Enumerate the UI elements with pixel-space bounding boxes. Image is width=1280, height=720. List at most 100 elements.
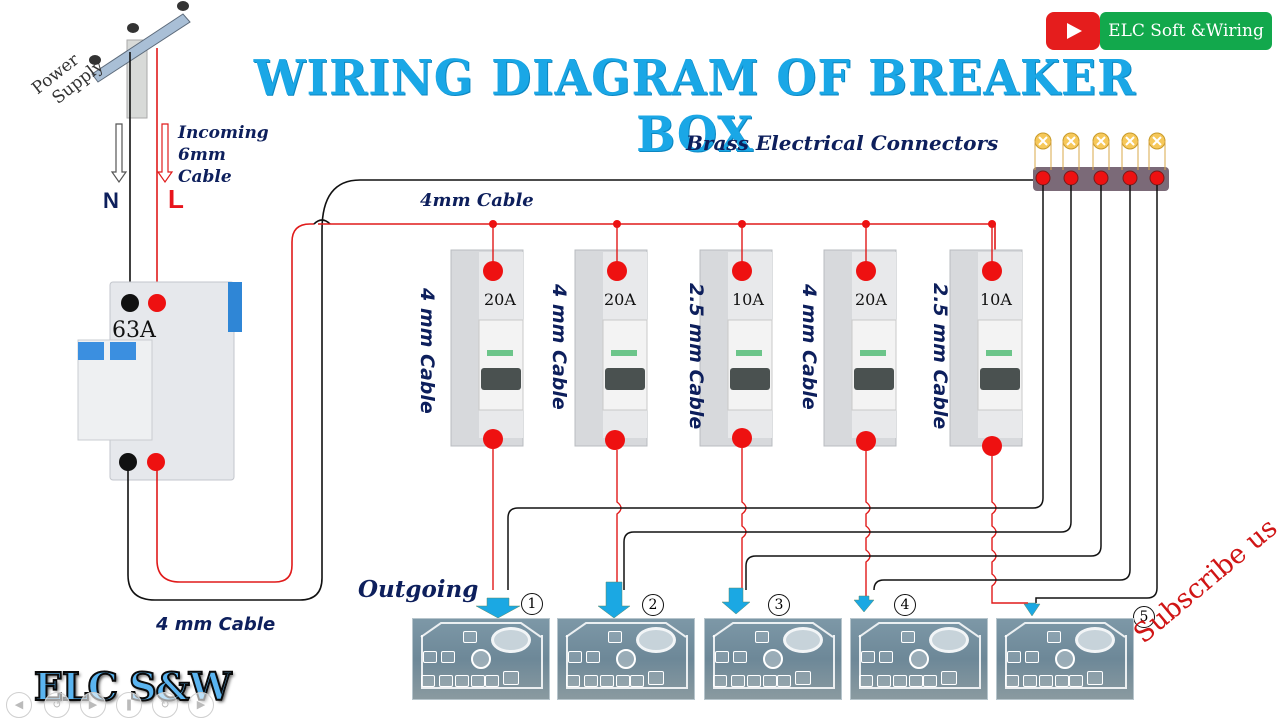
smart-hub-icon [1055, 649, 1075, 669]
device-icon [421, 675, 435, 687]
house-outline-icon [566, 635, 688, 689]
outgoing-arrow-1 [475, 597, 521, 619]
live-main-feeder [156, 223, 314, 583]
connector-5-neutral-wire [1035, 185, 1158, 603]
device-icon [731, 675, 745, 687]
breaker-1-label-plate [478, 319, 524, 411]
connector-3-screw-cross [1096, 136, 1106, 146]
breaker-3-load-wire [741, 448, 747, 590]
device-icon [568, 651, 582, 663]
ceiling-lamp-icon [783, 627, 823, 653]
breaker-5-cable-label: 2.5 mm Cable [929, 283, 951, 430]
device-icon [630, 675, 644, 687]
brass-connectors-label: Brass Electrical Connectors [686, 131, 999, 155]
breaker-5-input-terminal [982, 261, 1002, 281]
breaker-3-rating: 10A [732, 290, 764, 309]
breaker-5-indicator [986, 350, 1012, 356]
breaker-2-indicator [611, 350, 637, 356]
connector-4-bracket [1121, 141, 1139, 170]
connector-4-terminal [1122, 170, 1138, 186]
channel-name-badge[interactable]: ELC Soft &Wiring [1100, 12, 1272, 50]
connector-5-screw-cross [1152, 136, 1162, 146]
breaker-4-cable-label: 4 mm Cable [798, 284, 820, 410]
breaker-2-input-terminal [607, 261, 627, 281]
device-icon [586, 651, 600, 663]
top-cable-label: 4mm Cable [420, 190, 534, 211]
breaker-4-input-terminal [856, 261, 876, 281]
breaker-2-rating: 20A [604, 290, 636, 309]
breaker-3-input-terminal [732, 261, 752, 281]
connector-4-neutral-wire [873, 185, 1131, 591]
device-icon [923, 675, 937, 687]
device-icon [1069, 675, 1083, 687]
breaker-5-output-terminal [982, 436, 1002, 456]
connector-1-terminal [1035, 170, 1051, 186]
breaker-2-cable-label: 4 mm Cable [548, 284, 570, 410]
breaker-2-label-plate [602, 319, 648, 411]
house-outline-icon [713, 635, 835, 689]
breaker-4-toggle [854, 368, 894, 390]
breaker-2-output-terminal [605, 430, 625, 450]
circuit-1-number: 1 [521, 593, 543, 615]
outgoing-load-image-2 [557, 618, 695, 700]
breaker-2-load-wire [616, 450, 622, 590]
connector-3-terminal [1093, 170, 1109, 186]
device-icon [859, 675, 873, 687]
device-icon [439, 675, 453, 687]
outgoing-arrow-4 [853, 595, 875, 613]
smart-hub-icon [616, 649, 636, 669]
bottom-cable-label: 4 mm Cable [156, 614, 276, 635]
device-icon [1055, 675, 1069, 687]
device-icon [733, 651, 747, 663]
circuit-3-number: 3 [768, 594, 790, 616]
main-breaker-rating: 63A [112, 318, 156, 343]
outgoing-load-image-4 [850, 618, 988, 700]
device-icon [877, 675, 891, 687]
rewind-icon[interactable]: ↺ [44, 692, 70, 718]
device-icon [471, 675, 485, 687]
main-breaker-toggle-2 [110, 342, 136, 360]
device-icon [713, 675, 727, 687]
device-icon [648, 671, 664, 685]
main-breaker-live-in [148, 294, 166, 312]
main-breaker-toggle-1 [78, 342, 104, 360]
prev-icon[interactable]: ◀ [6, 692, 32, 718]
next-icon[interactable]: ▶ [188, 692, 214, 718]
neutral-direction-arrow [110, 123, 128, 184]
device-icon [879, 651, 893, 663]
connector-2-screw-cross [1066, 136, 1076, 146]
device-icon [777, 675, 791, 687]
device-icon [763, 675, 777, 687]
ceiling-lamp-icon [1075, 627, 1115, 653]
house-outline-icon [859, 635, 981, 689]
main-breaker-live-out [147, 453, 165, 471]
device-icon [1039, 675, 1053, 687]
outgoing-arrow-5 [1023, 602, 1041, 617]
breaker-4-indicator [860, 350, 886, 356]
incoming-line3: Cable [178, 167, 232, 187]
device-icon [861, 651, 875, 663]
play-icon[interactable]: ▶ [80, 692, 106, 718]
outgoing-arrow-3 [721, 587, 751, 615]
youtube-button[interactable] [1046, 12, 1100, 50]
breaker-5-rating: 10A [980, 290, 1012, 309]
connector-2-neutral-wire [623, 185, 1072, 590]
breaker-1-rating: 20A [484, 290, 516, 309]
device-icon [616, 675, 630, 687]
device-icon [441, 651, 455, 663]
connector-1-screw-cross [1038, 136, 1048, 146]
breaker-1-input-terminal [483, 261, 503, 281]
smart-hub-icon [471, 649, 491, 669]
outgoing-load-image-3 [704, 618, 842, 700]
house-outline-icon [1005, 635, 1127, 689]
device-icon [901, 631, 915, 643]
insulator-3 [177, 1, 189, 11]
forward-icon[interactable]: ↻ [152, 692, 178, 718]
device-icon [1047, 631, 1061, 643]
connector-2-terminal [1063, 170, 1079, 186]
outgoing-load-image-1 [412, 618, 550, 700]
pause-icon[interactable]: ❚ [116, 692, 142, 718]
circuit-4-number: 4 [894, 594, 916, 616]
device-icon [755, 631, 769, 643]
device-icon [795, 671, 811, 685]
